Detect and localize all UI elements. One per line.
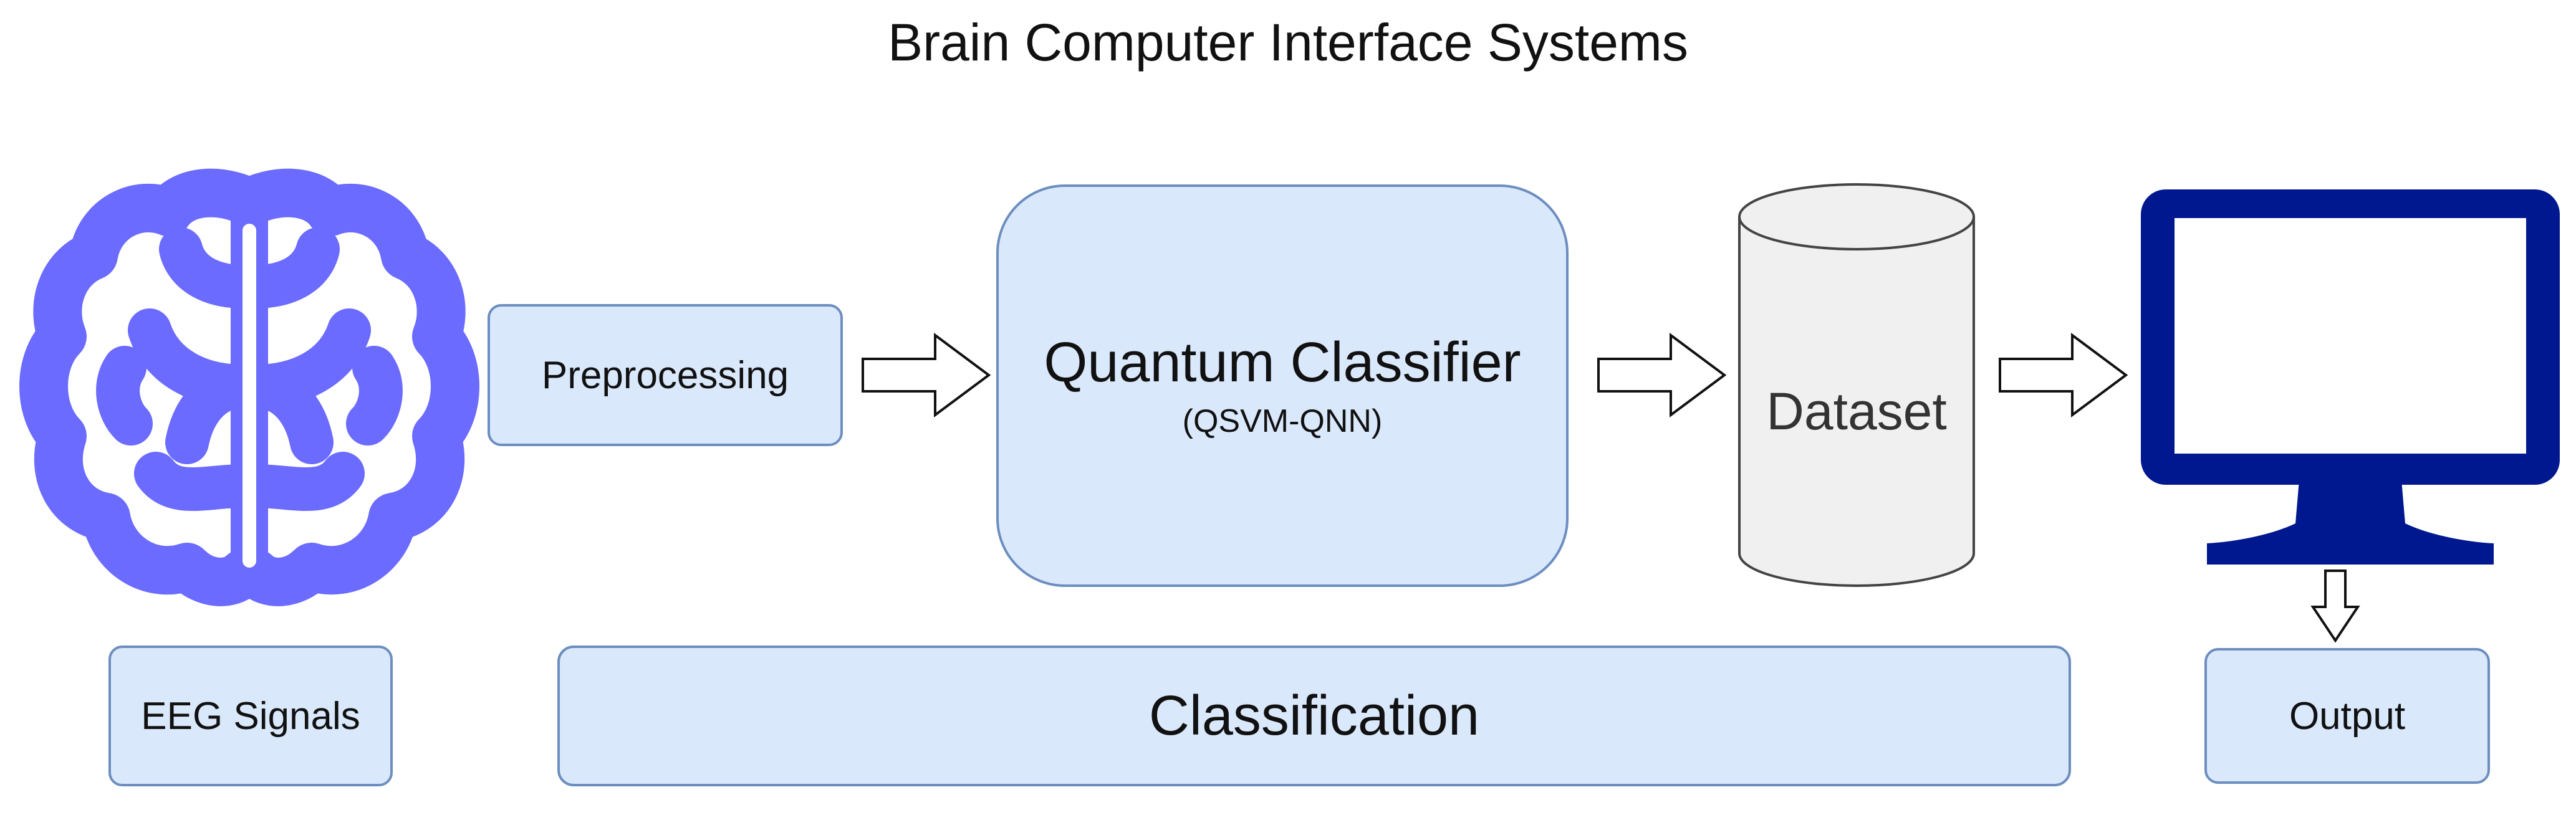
output-box: Output — [2204, 648, 2490, 784]
flow-arrow-2 — [1597, 333, 1727, 417]
flow-arrow-3 — [1999, 333, 2128, 417]
diagram-title: Brain Computer Interface Systems — [888, 13, 1688, 72]
quantum-classifier-box: Quantum Classifier (QSVM-QNN) — [996, 184, 1569, 587]
eeg-signals-label: EEG Signals — [141, 694, 360, 738]
quantum-classifier-title: Quantum Classifier — [1044, 331, 1521, 394]
classification-label: Classification — [1148, 684, 1480, 747]
quantum-classifier-subtitle: (QSVM-QNN) — [1182, 403, 1383, 439]
down-arrow — [2310, 570, 2360, 643]
monitor-icon — [2141, 189, 2560, 565]
output-label: Output — [2289, 694, 2406, 738]
preprocessing-label: Preprocessing — [541, 353, 789, 397]
preprocessing-box: Preprocessing — [488, 304, 843, 446]
eeg-signals-box: EEG Signals — [108, 646, 393, 786]
flow-arrow-1 — [862, 333, 991, 417]
dataset-label: Dataset — [1766, 382, 1947, 441]
database-cylinder-icon — [1738, 183, 1975, 587]
brain-icon — [19, 168, 479, 606]
classification-box: Classification — [557, 646, 2071, 786]
